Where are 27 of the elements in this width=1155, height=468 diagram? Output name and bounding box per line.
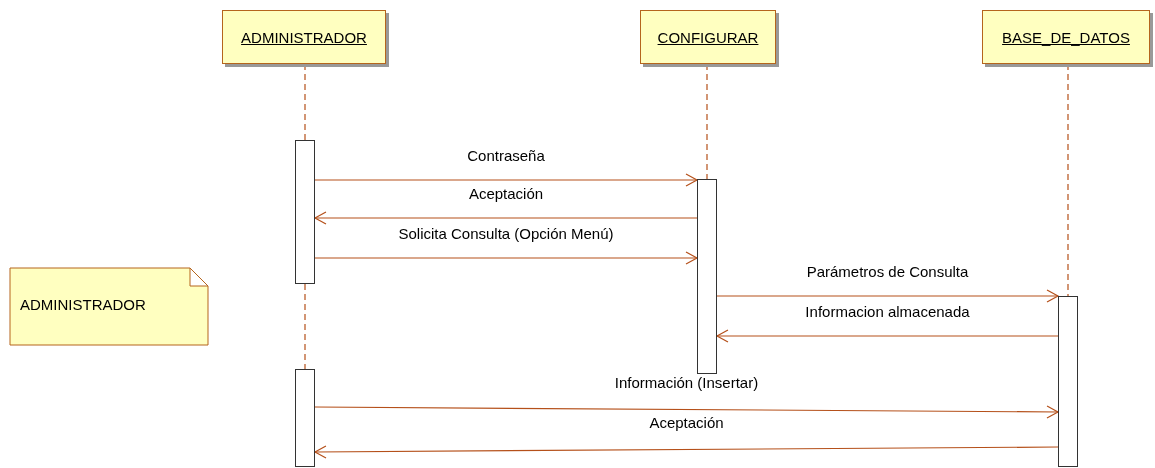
message-arrow [716, 329, 1059, 343]
edge-label: Aceptación [649, 414, 724, 431]
activation-bar [295, 140, 315, 284]
participant-name: ADMINISTRADOR [241, 28, 367, 46]
lifeline-header [222, 10, 386, 64]
lifeline-header [982, 10, 1150, 64]
message-arrow [314, 405, 1059, 419]
activation-bar [1058, 296, 1078, 467]
participant-name: CONFIGURAR [657, 28, 759, 46]
message-arrow [314, 251, 698, 265]
activation-bar [295, 369, 315, 467]
activation-bar [697, 179, 717, 374]
message-arrow [314, 173, 698, 187]
message-arrow [716, 289, 1059, 303]
edge-label: Solicita Consulta (Opción Menú) [398, 225, 614, 242]
edge-label: Información (Insertar) [614, 374, 759, 391]
edge-label: Informacion almacenada [805, 303, 970, 320]
message-arrow [314, 211, 698, 225]
note-text: ADMINISTRADOR [20, 296, 146, 313]
message-arrow [314, 445, 1059, 459]
edge-label: Aceptación [468, 185, 544, 202]
edge-label: Contraseña [467, 147, 545, 164]
lifeline [304, 283, 306, 370]
note-shape [9, 267, 209, 346]
participant-name: BASE_DE_DATOS [1002, 28, 1130, 46]
lifeline-header [640, 10, 776, 64]
edge-label: Parámetros de Consulta [806, 263, 969, 280]
